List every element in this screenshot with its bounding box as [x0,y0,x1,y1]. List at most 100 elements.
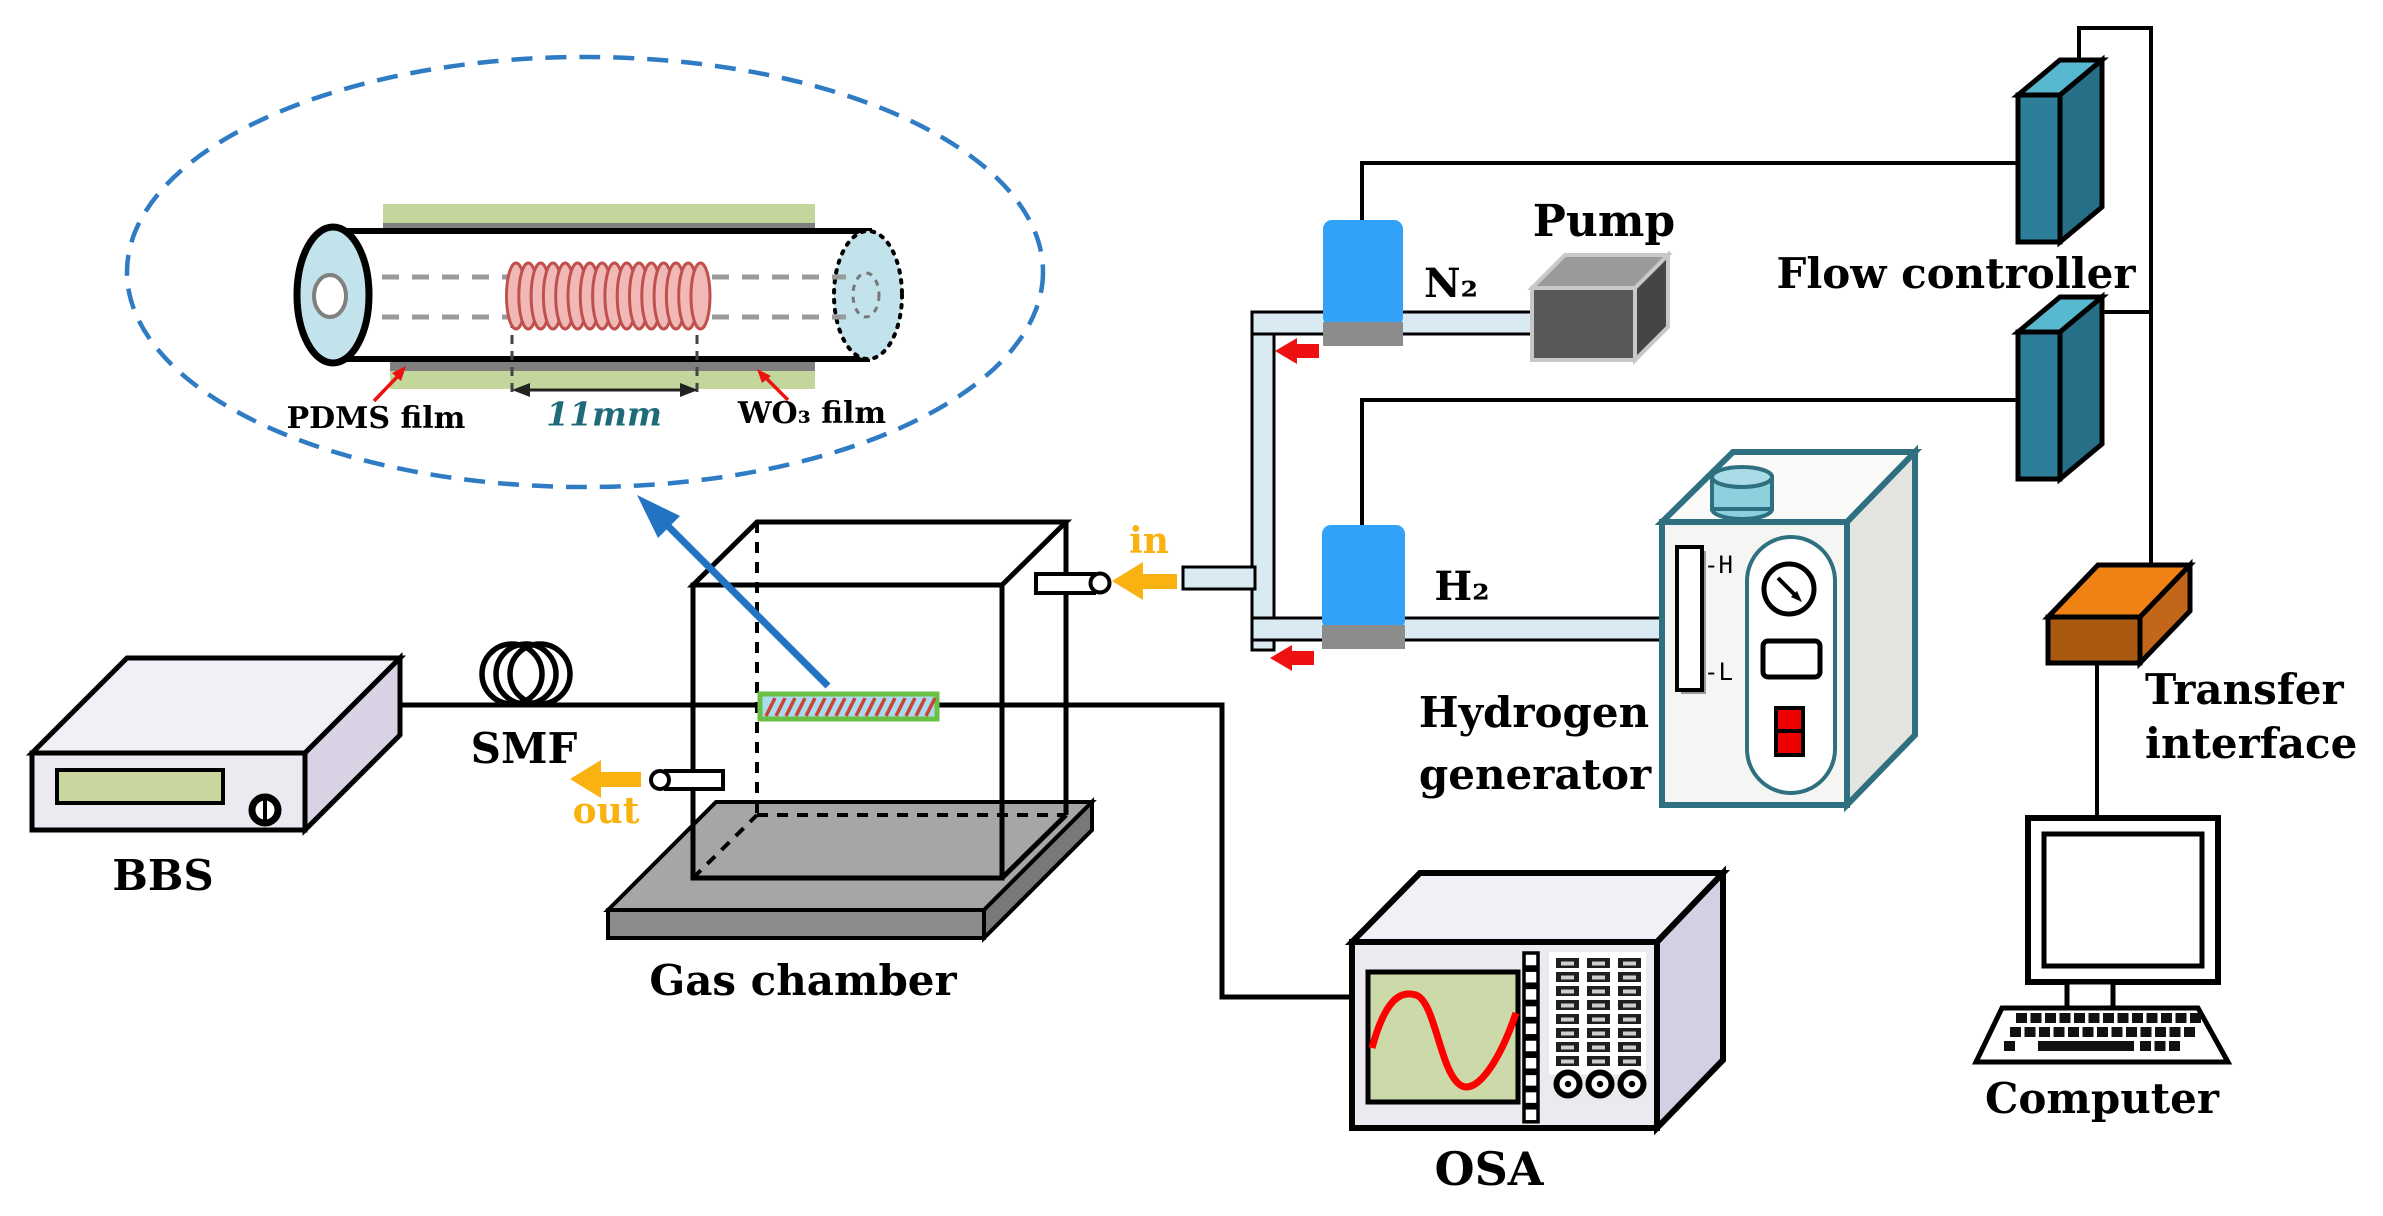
magnify-arrow-shaft [659,517,831,689]
bbs-device [25,651,407,837]
chamber-front-face [690,582,1005,881]
h2-valve-body [1322,525,1405,629]
red-arrow-h2-shaft [1290,651,1314,665]
gas-chamber-cube [686,519,1073,881]
pdms-film-label: PDMS film [286,401,466,436]
out-label: out [572,790,640,832]
coating-bottom [390,360,815,371]
pipe-h2 [1250,616,1664,642]
keyboard-keys [2004,1013,2201,1051]
hg-level-tube [1675,545,1704,692]
computer-label: Computer [1984,1074,2220,1123]
inlet-port-opening [1088,571,1112,595]
yellow-flow-arrows [570,562,1177,798]
red-flow-arrows [1270,338,1319,671]
inset-dashed-ellipse [124,54,1046,490]
smf-loop-1 [479,641,545,707]
hg-low-mark: -L [1704,658,1733,686]
ti-front [2045,614,2143,666]
magnify-arrow-head [637,495,680,538]
smf-loop-3 [507,641,573,707]
chamber-base-plate [603,797,1097,943]
red-arrow-n2-head [1275,338,1297,364]
pdms-arrow [372,374,400,403]
gas-chamber-label: Gas chamber [649,956,957,1005]
bbs-label: BBS [112,851,214,900]
inset-fiber-diagram [124,54,1046,490]
fiber-coil [505,261,712,331]
flow-controller-2 [2011,291,2109,485]
h2-valve-base [1322,625,1405,649]
smf-fiber-coil [479,641,573,707]
gas-valves [1322,220,1405,649]
magnify-arrow [637,495,831,689]
fc1-front [2015,92,2063,245]
osa-trace-wave [1368,990,1520,1091]
chamber-ports [649,571,1112,791]
flow-controller-1 [2011,54,2109,248]
pipe-riser [1250,310,1276,652]
out-arrow-head [570,760,601,798]
inlet-port-tube [1034,572,1096,595]
dim-arrowhead-left [512,383,530,397]
fiber-left-core [312,273,348,319]
red-arrow-h2-head [1270,645,1292,671]
chamber-bottom-right-slant [1000,813,1068,880]
wo3-arrow [764,376,790,402]
monitor-stand [2064,979,2116,1011]
fiber-right-cap [832,229,904,361]
base-plate-front [606,908,986,940]
wire-h2valve-fc2 [1360,398,2018,527]
hg-high-mark: -H [1704,551,1733,579]
osa-button-grid [1556,958,1641,1066]
hg-display [1760,638,1823,680]
h2-label: H₂ [1434,563,1490,610]
transfer-interface-label-line2: interface [2145,719,2358,768]
wire-n2valve-fc1 [1360,161,2018,222]
n2-valve-body [1323,220,1403,326]
pump-front [1530,286,1637,362]
transfer-interface-label-line1: Transfer [2145,665,2344,714]
wo3-film-top [383,204,815,223]
chamber-bottom-left-slant [691,813,759,880]
hydrogen-generator-label-line2: generator [1418,750,1652,799]
fc2-side [2057,291,2105,485]
hg-gauge-needle-head [1791,591,1802,602]
osa-label: OSA [1434,1142,1544,1196]
red-arrow-n2-shaft [1295,344,1319,358]
smf-label: SMF [470,724,578,773]
grating-length-label: 11mm [546,394,662,434]
outlet-port-opening [649,769,671,791]
osa-softkey-column [1522,951,1540,1124]
hydrogen-generator-label-line1: Hydrogen [1418,688,1650,737]
fiber-right-core [851,271,881,319]
gas-pipes [1181,310,1664,652]
wo3-arrowhead [757,369,771,383]
fc2-front [2015,329,2063,482]
fiber-sensor-element [757,691,940,722]
pipe-inlet-branch [1181,565,1257,591]
osa-screen [1365,969,1521,1105]
transfer-interface-device [2042,558,2196,670]
pump-label: Pump [1532,196,1676,247]
flow-controller-label: Flow controller [1776,249,2136,298]
chamber-top-face [686,519,1073,588]
bbs-display [55,768,225,805]
computer-device [1972,815,2233,1065]
hg-gauge-needle [1776,576,1798,598]
pump-device [1527,250,1673,365]
osa-knobs [1553,1069,1647,1099]
fc1-side [2057,54,2105,248]
monitor-screen [2041,831,2205,969]
dim-arrowhead-right [680,383,698,397]
sensor-hatch-lines [764,697,937,717]
hg-cap-top [1710,465,1774,489]
n2-label: N₂ [1423,260,1479,307]
wo3-film-label: WO₃ film [737,396,887,431]
in-arrow-shaft [1141,574,1177,589]
out-arrow-shaft [599,772,641,787]
in-arrow-head [1112,562,1143,600]
osa-device [1344,865,1731,1136]
pdms-film-bottom [390,371,815,389]
